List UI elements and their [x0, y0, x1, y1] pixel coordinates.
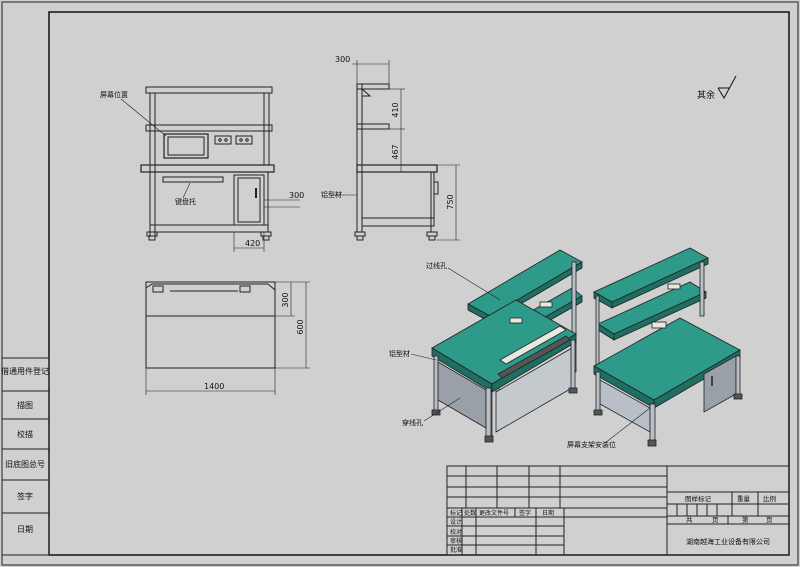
side-view-dimensions: [352, 60, 460, 241]
dim-top-width: 300: [335, 55, 350, 64]
side-view: [354, 83, 439, 241]
sheet-suffix: 页: [766, 516, 773, 524]
approval-review: 审核: [450, 537, 462, 545]
dim-table-height: 750: [446, 194, 455, 209]
frame-label-iso: 铝型材: [389, 349, 410, 358]
drawing-mark-label: 图样标记: [685, 494, 712, 503]
dim-cabinet-width: 420: [245, 239, 260, 248]
left-strip-table: 借通用件登记 描图 校描 旧底图总号 签字 日期: [1, 357, 50, 556]
sheet-prefix: 第: [742, 515, 749, 524]
inner-border: [48, 11, 790, 556]
dim-plan-depth-outer: 600: [296, 319, 305, 334]
surface-finish-text: 其余: [697, 89, 715, 101]
weight-label: 重量: [737, 495, 751, 503]
rev-header-sign: 签字: [519, 509, 531, 517]
front-view-dimensions: [233, 199, 300, 252]
cable-rack-left-label: 过线孔: [426, 261, 447, 270]
approval-check: 校对: [450, 528, 462, 536]
isometric-right-callouts: 屏幕支架安装位: [567, 407, 651, 449]
left-strip-row-6: 日期: [17, 525, 33, 534]
left-strip-row-4: 旧底图总号: [5, 459, 45, 469]
dim-shelf-lower: 467: [391, 144, 400, 159]
left-strip-row-1: 借通用件登记: [1, 366, 49, 376]
title-block: [446, 465, 790, 556]
scale-label: 比例: [763, 494, 776, 503]
isometric-view-left: [431, 249, 583, 443]
isometric-left-callouts: 过线孔 铝型材 穿线孔: [389, 261, 501, 427]
approval-approve: 批准: [450, 546, 462, 554]
front-view: [140, 86, 275, 241]
title-block-text: 标记 处数 更改文件号 签字 日期 设计 校对 审核 批准 图样标记 重量 比例…: [450, 494, 776, 554]
screen-position-label: 屏幕位置: [100, 90, 128, 99]
left-strip-row-2: 描图: [17, 400, 33, 410]
left-strip-row-3: 校描: [17, 429, 33, 439]
screen-mount-rack-label: 屏幕支架安装位: [567, 440, 616, 449]
company-name: 湖南越海工业设备有限公司: [686, 537, 770, 546]
dim-shelf-upper: 410: [391, 102, 400, 117]
rev-header-date: 日期: [542, 509, 554, 517]
top-view: [145, 281, 276, 369]
dim-plan-width: 1400: [204, 382, 224, 391]
isometric-view-right: [593, 247, 743, 447]
top-view-dimensions: [145, 281, 310, 395]
left-strip-row-5: 签字: [17, 491, 33, 501]
frame-label: 铝型材: [321, 190, 342, 199]
rev-header-mark: 标记: [450, 509, 462, 517]
dim-plan-depth-inner: 300: [281, 292, 290, 307]
front-view-callouts: 屏幕位置 键盘托: [100, 90, 196, 206]
roughness-symbol-icon: [717, 75, 737, 100]
surface-finish-note: 其余: [697, 75, 737, 101]
rev-header-doc: 更改文件号: [479, 509, 509, 517]
rev-header-count: 处数: [464, 509, 476, 517]
sheets-total-suffix: 页: [712, 516, 719, 524]
cable-tray-label: 穿线孔: [402, 418, 423, 427]
approval-design: 设计: [450, 518, 462, 526]
sheets-total-prefix: 共: [686, 515, 693, 524]
keyboard-tray-label: 键盘托: [175, 197, 196, 206]
dim-drawer-depth: 300: [289, 191, 304, 200]
